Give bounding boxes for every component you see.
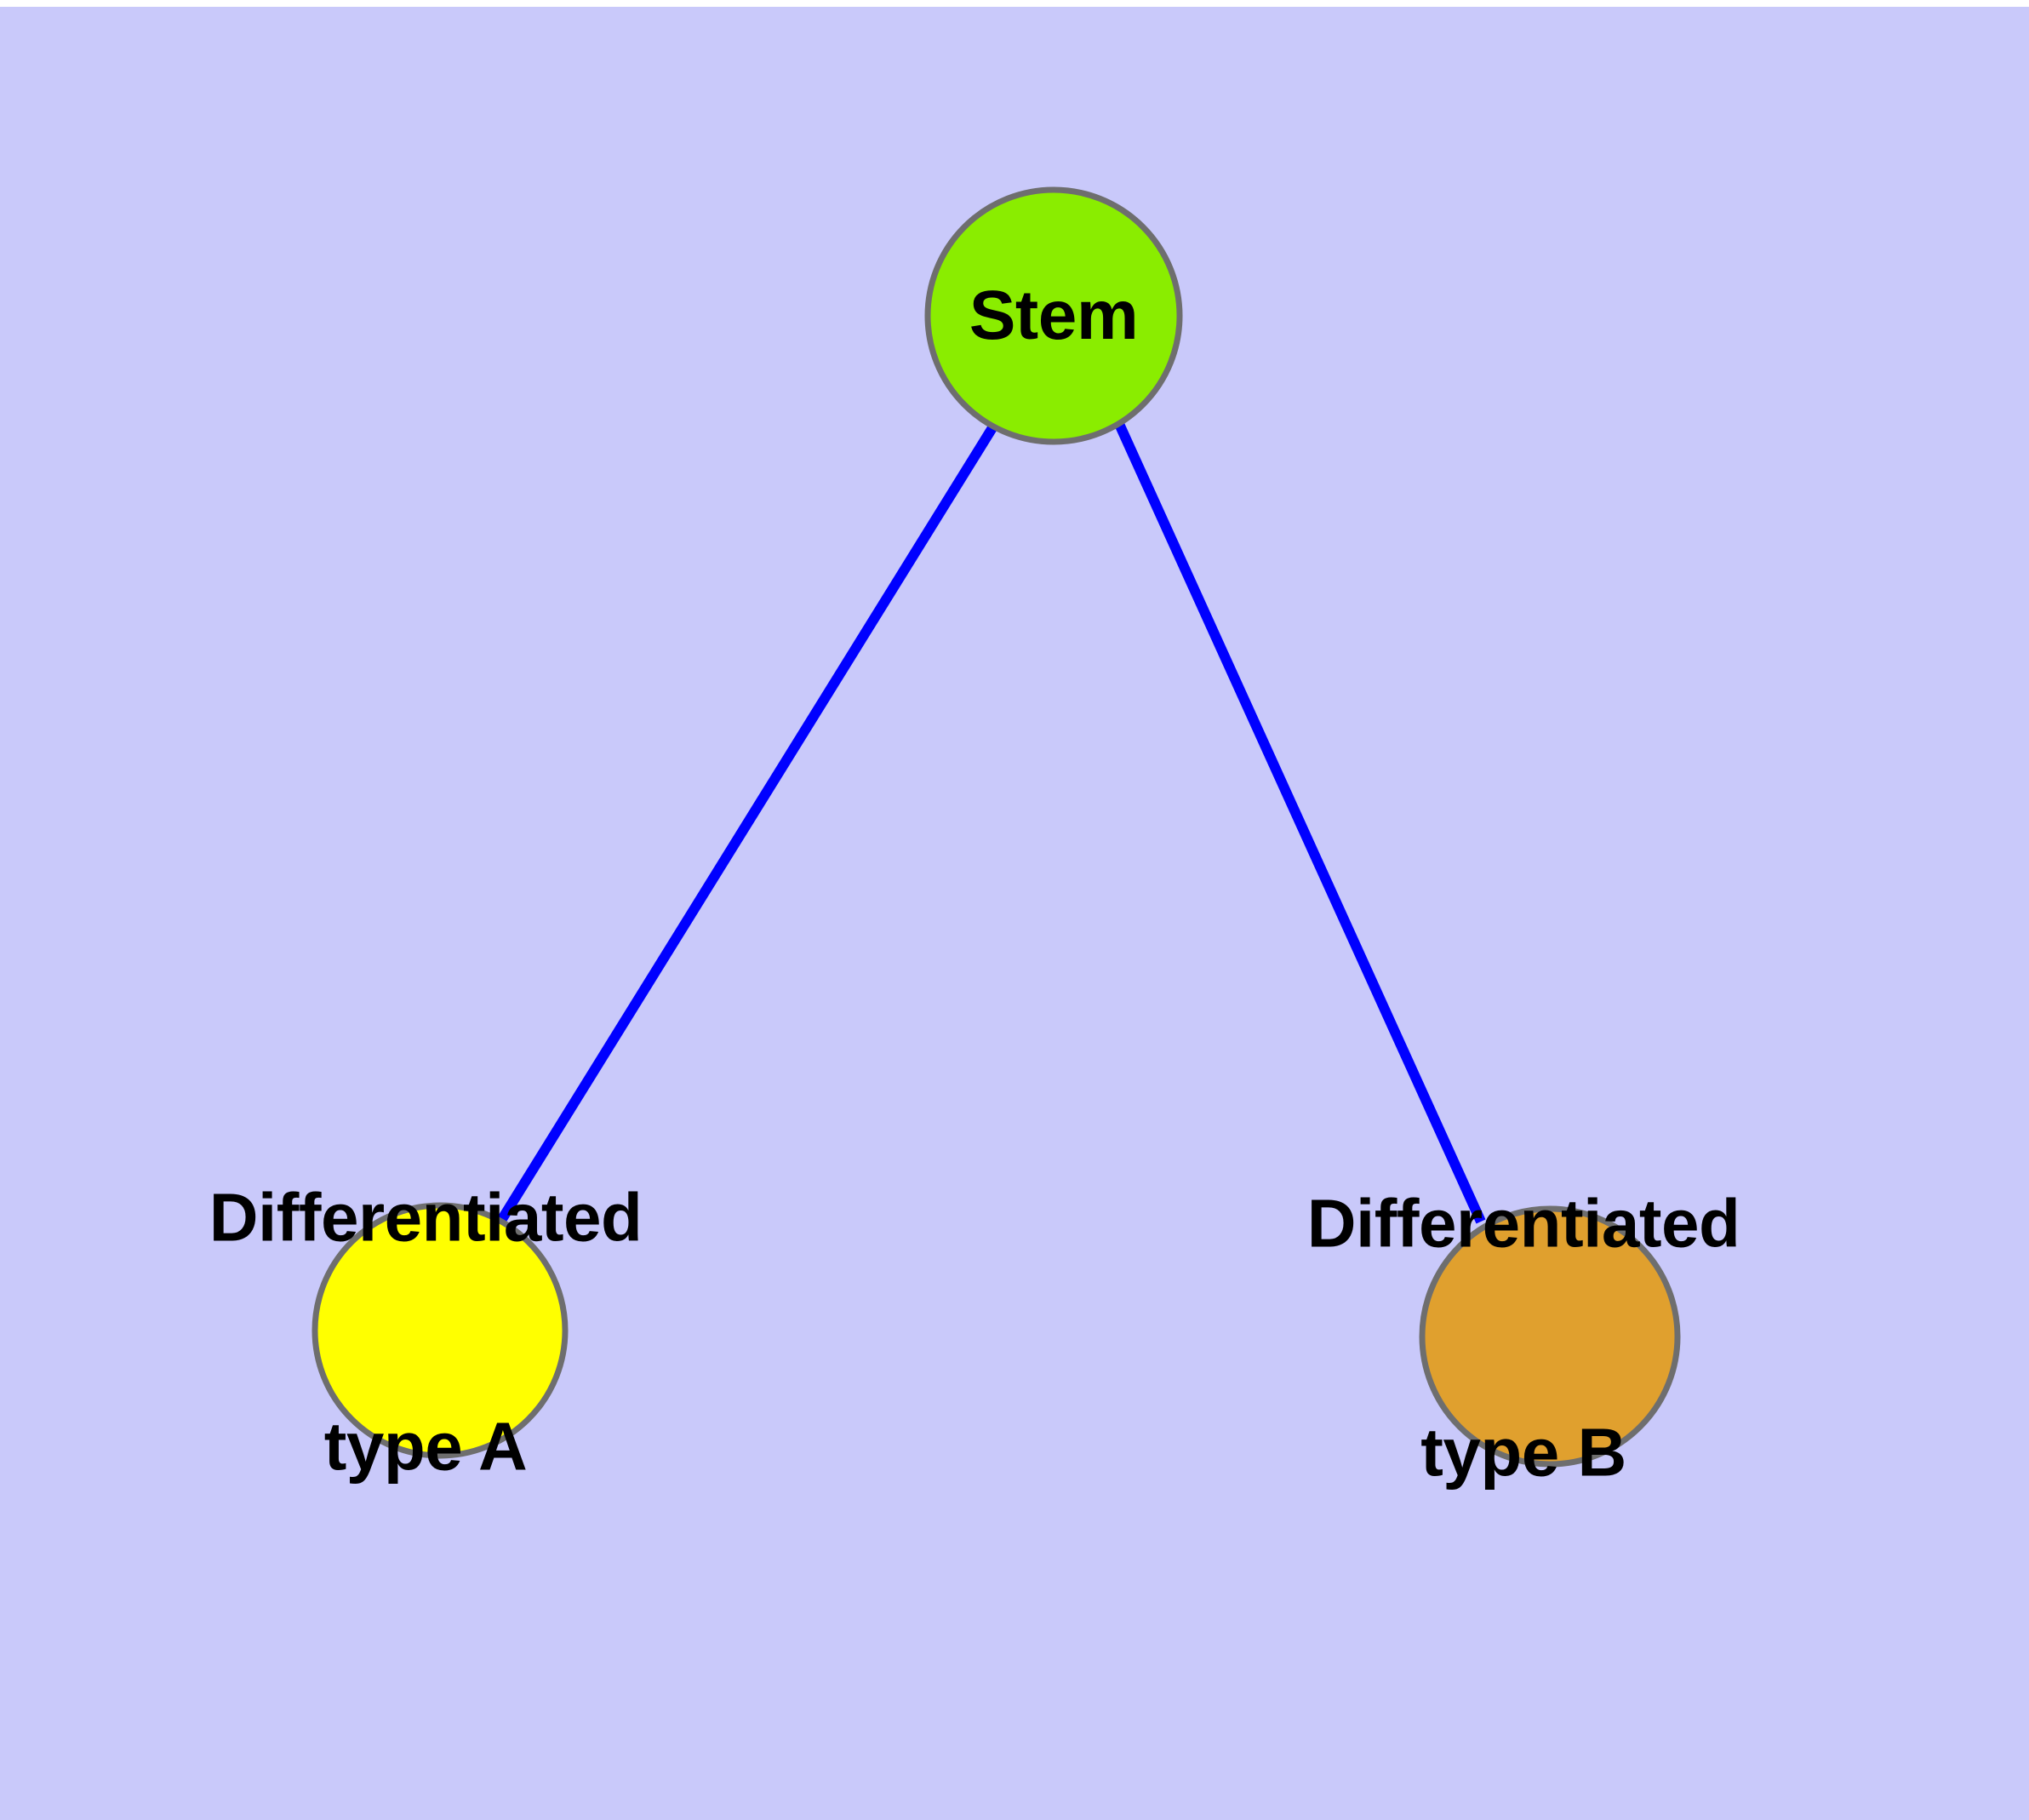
node-stem[interactable] xyxy=(924,186,1183,445)
node-differentiated-type-b[interactable] xyxy=(1419,1205,1681,1468)
graph-edges xyxy=(497,421,1486,1224)
edge-stem-to-differentiated-type-a[interactable] xyxy=(497,423,998,1222)
edge-stem-to-differentiated-type-b[interactable] xyxy=(1114,421,1486,1224)
graph-nodes xyxy=(311,186,1681,1468)
node-differentiated-type-a[interactable] xyxy=(311,1202,569,1459)
